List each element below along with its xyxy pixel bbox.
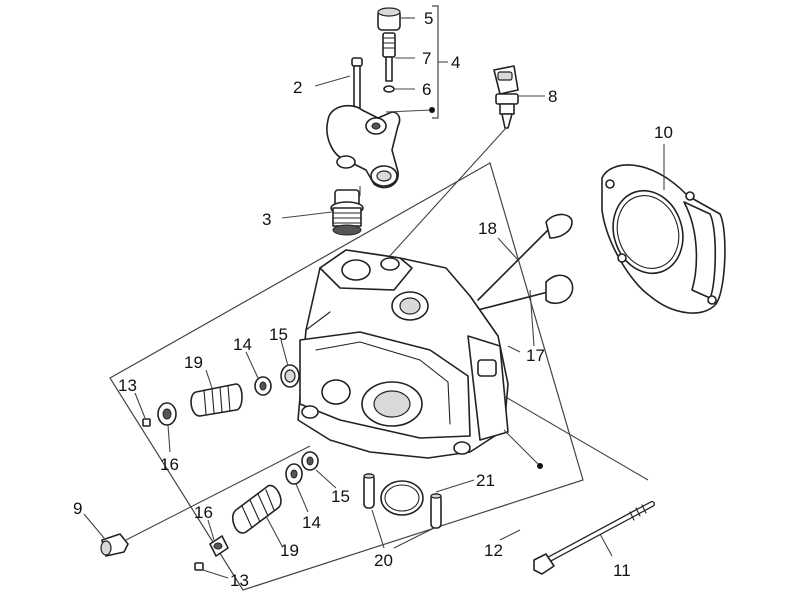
callout-label: 8 — [548, 87, 557, 106]
part-cap — [377, 7, 415, 31]
callout-label: 3 — [262, 210, 271, 229]
callout-label: 19 — [184, 353, 203, 372]
part-valve-train-upper — [134, 339, 300, 453]
part-cylinder-head — [297, 249, 543, 469]
callout-label: 13 — [230, 571, 249, 590]
callout-label: 5 — [424, 9, 433, 28]
callout-label: 7 — [422, 49, 431, 68]
callout-label: 21 — [476, 471, 495, 490]
callout-label: 10 — [654, 123, 673, 142]
part-drain-plug — [83, 445, 311, 557]
callout-label: 15 — [269, 325, 288, 344]
part-washer-small — [383, 85, 415, 93]
part-head-gasket — [601, 144, 726, 314]
callout-label: 16 — [194, 503, 213, 522]
part-valve-train-lower — [194, 451, 337, 579]
callout-label: 2 — [293, 78, 302, 97]
callout-label: 20 — [374, 551, 393, 570]
callout-label: 14 — [233, 335, 252, 354]
part-valves — [469, 213, 574, 353]
part-threaded-plug — [281, 186, 364, 236]
part-screw — [314, 57, 363, 109]
callout-label: 9 — [73, 499, 82, 518]
callout-label: 15 — [331, 487, 350, 506]
callout-label: 18 — [478, 219, 497, 238]
callout-label: 12 — [484, 541, 503, 560]
part-bleed-screw — [382, 32, 415, 82]
assembly-frame — [109, 5, 584, 591]
part-stud-bolt — [499, 395, 655, 575]
callout-label: 4 — [451, 53, 460, 72]
callout-labels: 5 7 4 6 2 8 10 3 18 17 15 14 19 13 16 21… — [73, 9, 673, 590]
callout-label: 6 — [422, 80, 431, 99]
callout-label: 16 — [160, 455, 179, 474]
callout-label: 14 — [302, 513, 321, 532]
callout-label: 17 — [526, 346, 545, 365]
part-dowels-oring — [363, 473, 475, 549]
part-thermostat-housing — [326, 104, 435, 189]
part-temperature-sensor — [387, 65, 545, 259]
callout-label: 11 — [613, 561, 631, 580]
callout-label: 13 — [118, 376, 137, 395]
callout-label: 19 — [280, 541, 299, 560]
